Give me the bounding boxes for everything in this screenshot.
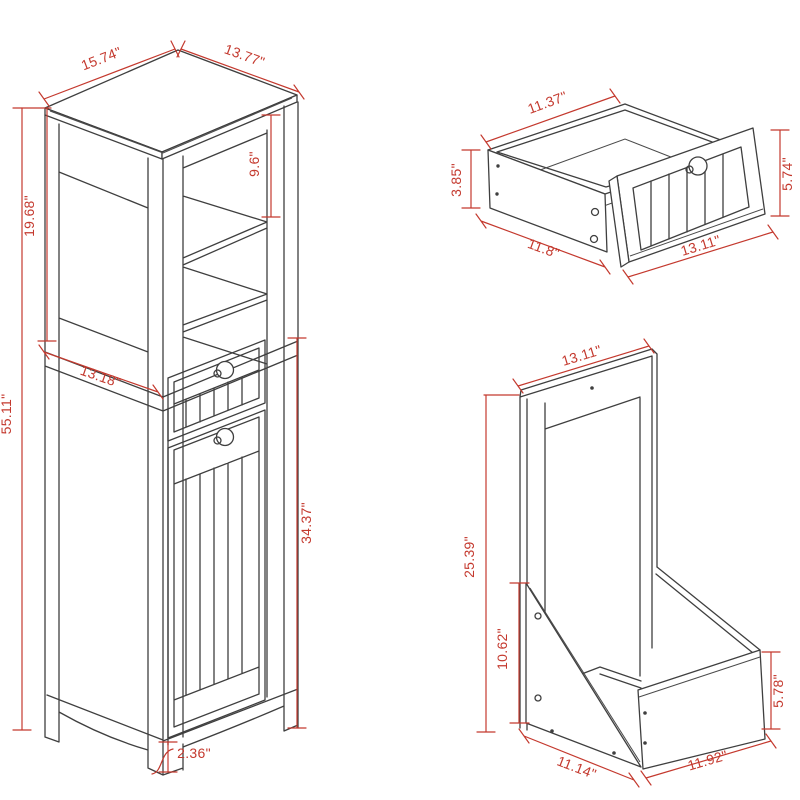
hamper-view: 13.11" 25.39" 10.62" 5.78" 11.14" 11.92" bbox=[461, 338, 786, 788]
dim-cabinet-total-height: 55.11" bbox=[0, 394, 14, 435]
hamper-dimensions: 13.11" 25.39" 10.62" 5.78" 11.14" 11.92" bbox=[461, 338, 786, 788]
dim-drawer-side-height: 3.85" bbox=[448, 163, 464, 197]
dim-hamper-front-height: 5.78" bbox=[770, 674, 786, 708]
dim-cabinet-leg-height: 2.36" bbox=[177, 745, 211, 761]
cabinet-dimensions: 15.74" 13.77" 9.6" 19.68" 55.11" 13.18" … bbox=[0, 40, 314, 775]
dim-cabinet-top-depth: 13.77" bbox=[222, 41, 267, 70]
dim-cabinet-opening-height: 9.6" bbox=[246, 151, 262, 177]
dim-cabinet-upper-height: 19.68" bbox=[21, 195, 37, 237]
dim-hamper-top-width: 13.11" bbox=[560, 342, 604, 369]
cabinet-view: 15.74" 13.77" 9.6" 19.68" 55.11" 13.18" … bbox=[0, 40, 314, 776]
dim-cabinet-lower-height: 34.37" bbox=[298, 502, 314, 544]
dim-hamper-bracket-height: 10.62" bbox=[494, 628, 510, 670]
dim-drawer-top-edge: 11.37" bbox=[525, 88, 569, 117]
drawer-line-art bbox=[487, 103, 766, 268]
cabinet-line-art bbox=[44, 49, 299, 776]
dim-drawer-front-height: 5.74" bbox=[779, 157, 795, 191]
dim-cabinet-top-width: 15.74" bbox=[79, 43, 124, 73]
dim-cabinet-side-depth: 13.18" bbox=[78, 362, 123, 391]
dim-drawer-bottom-edge: 11.8" bbox=[526, 235, 562, 261]
dim-hamper-overall-height: 25.39" bbox=[461, 536, 477, 578]
hamper-line-art bbox=[519, 348, 766, 770]
drawer-view: 11.37" 3.85" 11.8" 13.11" 5.74" bbox=[448, 88, 795, 285]
